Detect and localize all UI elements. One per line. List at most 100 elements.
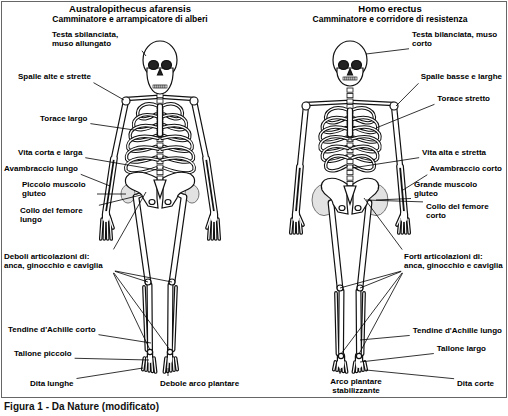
- bone: [293, 214, 299, 219]
- callout-label: Testa sbilanciata, muso allungato: [52, 30, 140, 48]
- bone: [174, 287, 177, 350]
- vertebra: [347, 94, 353, 98]
- bone: [168, 285, 172, 352]
- eye-socket: [162, 61, 172, 70]
- sternum: [158, 104, 163, 136]
- bone: [297, 219, 299, 233]
- bone: [101, 219, 102, 239]
- leader-line: [364, 198, 402, 250]
- vertebra: [347, 182, 353, 186]
- bone: [126, 97, 156, 99]
- bone: [294, 219, 296, 233]
- bone: [357, 291, 361, 356]
- leader-line: [360, 271, 401, 288]
- bone: [360, 203, 369, 288]
- bone: [365, 362, 367, 370]
- callout-label: Spalle basse e larghe: [421, 72, 502, 81]
- bone: [336, 293, 338, 354]
- bone: [218, 219, 219, 239]
- leader-line: [168, 368, 169, 376]
- bone: [298, 166, 302, 212]
- callout-label: Forti articolazioni di: anca, ginocchio …: [404, 252, 504, 270]
- eye-socket: [149, 61, 159, 70]
- pelvis: [162, 172, 195, 208]
- vertebra: [347, 176, 353, 180]
- callout-label: Piccolo muscolo gluteo: [22, 180, 94, 198]
- bone: [114, 101, 126, 158]
- bone: [331, 203, 340, 288]
- bone: [211, 214, 217, 219]
- leader-line: [85, 158, 157, 170]
- bone: [154, 358, 156, 372]
- bone: [401, 214, 407, 219]
- bone: [306, 102, 346, 104]
- bone: [176, 358, 178, 370]
- humeral-head: [302, 102, 310, 110]
- rib: [322, 146, 348, 161]
- bone: [194, 101, 206, 158]
- rib: [162, 158, 194, 173]
- rib: [352, 146, 378, 161]
- bone: [394, 106, 400, 166]
- bone-outlines: [101, 97, 410, 372]
- bone: [353, 362, 355, 372]
- leader-line: [352, 158, 419, 168]
- callout-label: Deboli articolazioni di: anca, ginocchio…: [4, 252, 112, 270]
- callout-label: Tendine d'Achille lungo: [413, 326, 502, 335]
- leader-line: [396, 83, 419, 106]
- leader-line: [376, 199, 411, 200]
- leader-line: [341, 273, 402, 354]
- heading-label: Camminatore e corridore di resistenza: [290, 15, 490, 25]
- bone: [109, 216, 113, 228]
- bone: [342, 362, 344, 371]
- ankle-bone: [147, 349, 152, 354]
- callout-label: Arco plantare stabilizzante: [318, 377, 394, 395]
- bone: [334, 362, 336, 370]
- leader-line: [77, 368, 143, 379]
- rib: [322, 146, 348, 161]
- leader-line: [366, 49, 409, 54]
- jaw: [147, 68, 173, 94]
- bone: [108, 158, 116, 212]
- heading-label: Australopithecus afarensis: [40, 4, 220, 15]
- heading-label: Camminatore e arrampicatore di alberi: [40, 15, 220, 25]
- bone: [334, 362, 336, 370]
- bone: [331, 203, 340, 288]
- tooth: [165, 85, 167, 88]
- rib: [162, 158, 194, 173]
- callout-label: Dita lunghe: [30, 379, 74, 388]
- bone: [291, 219, 292, 233]
- ankle-bone: [167, 349, 172, 354]
- callout-label: Vita alta e stretta: [422, 148, 486, 157]
- tooth: [163, 85, 165, 88]
- sacrum: [344, 186, 356, 204]
- bone: [151, 358, 153, 371]
- heading-label: Homo erectus: [290, 4, 490, 15]
- callout-label: Grande muscolo gluteo: [414, 180, 484, 198]
- rib: [352, 156, 374, 171]
- bone: [408, 219, 409, 233]
- obturator: [339, 206, 345, 211]
- bone: [215, 219, 217, 239]
- vertebra: [347, 99, 353, 103]
- callout-label: Tendine d'Achille corto: [8, 325, 96, 334]
- bone: [107, 219, 109, 239]
- callout-label: Torace stretto: [437, 94, 490, 103]
- bone: [291, 219, 292, 233]
- obturator: [355, 206, 361, 211]
- vertebra: [347, 165, 353, 169]
- leader-line: [376, 104, 434, 128]
- vertebra: [157, 171, 163, 175]
- vertebra: [347, 88, 353, 92]
- bone: [336, 293, 338, 354]
- leader-line: [94, 83, 124, 100]
- leader-line: [340, 271, 401, 288]
- eye-socket: [339, 61, 349, 70]
- bone: [170, 358, 171, 371]
- callout-label: Vita corta e larga: [18, 148, 82, 157]
- bone: [164, 97, 194, 99]
- callout-label: Dita corte: [457, 379, 494, 388]
- leader-line: [366, 200, 423, 202]
- jaw: [337, 68, 363, 86]
- bone: [354, 102, 394, 104]
